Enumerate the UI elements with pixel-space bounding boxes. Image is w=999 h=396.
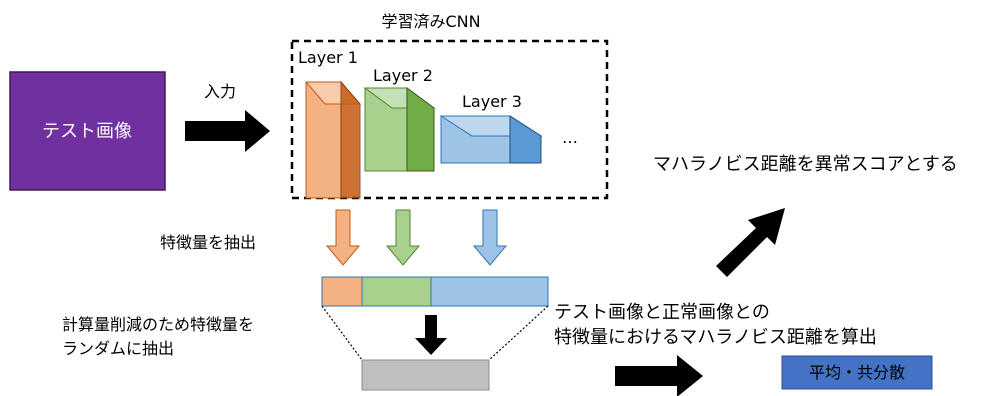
mahalanobis-line1: テスト画像と正常画像との	[554, 302, 770, 323]
feature-vector-bar	[321, 276, 549, 307]
layer-1-label: Layer 1	[298, 48, 358, 67]
layer-2-label: Layer 2	[373, 66, 433, 85]
cnn-label: 学習済みCNN	[381, 12, 480, 31]
test-image-label: テスト画像	[42, 121, 132, 142]
extract-label: 特徴量を抽出	[160, 233, 256, 252]
extract-arrow-layer-1	[325, 209, 361, 266]
anomaly-score-label: マハラノビス距離を異常スコアとする	[653, 154, 958, 175]
reduce-arrow	[415, 315, 447, 355]
input-label: 入力	[204, 82, 236, 101]
test-image-box	[9, 71, 166, 191]
extract-arrow-layer-2	[385, 209, 421, 266]
mahalanobis-line2: 特徴量におけるマハラノビス距離を算出	[554, 327, 877, 348]
layer-3-box	[439, 115, 543, 164]
projection-line-right	[488, 305, 549, 361]
random-extract-line1: 計算量削減のため特徴量を	[62, 315, 254, 334]
layer-2-box	[363, 87, 436, 172]
layers-ellipsis: …	[562, 128, 578, 147]
mean-cov-box	[781, 355, 933, 390]
layer-3-label: Layer 3	[462, 92, 522, 111]
input-arrow	[185, 110, 270, 152]
reduced-feature-bar	[361, 359, 490, 391]
extract-arrow-layer-3	[472, 209, 508, 266]
random-extract-line2: ランダムに抽出	[62, 339, 174, 358]
cnn-dashed-box	[290, 39, 609, 200]
projection-line-left	[321, 305, 363, 361]
score-arrow	[716, 208, 785, 277]
layer-1-box	[304, 80, 362, 199]
compute-arrow	[615, 355, 703, 396]
mean-cov-label: 平均・共分散	[809, 363, 905, 382]
